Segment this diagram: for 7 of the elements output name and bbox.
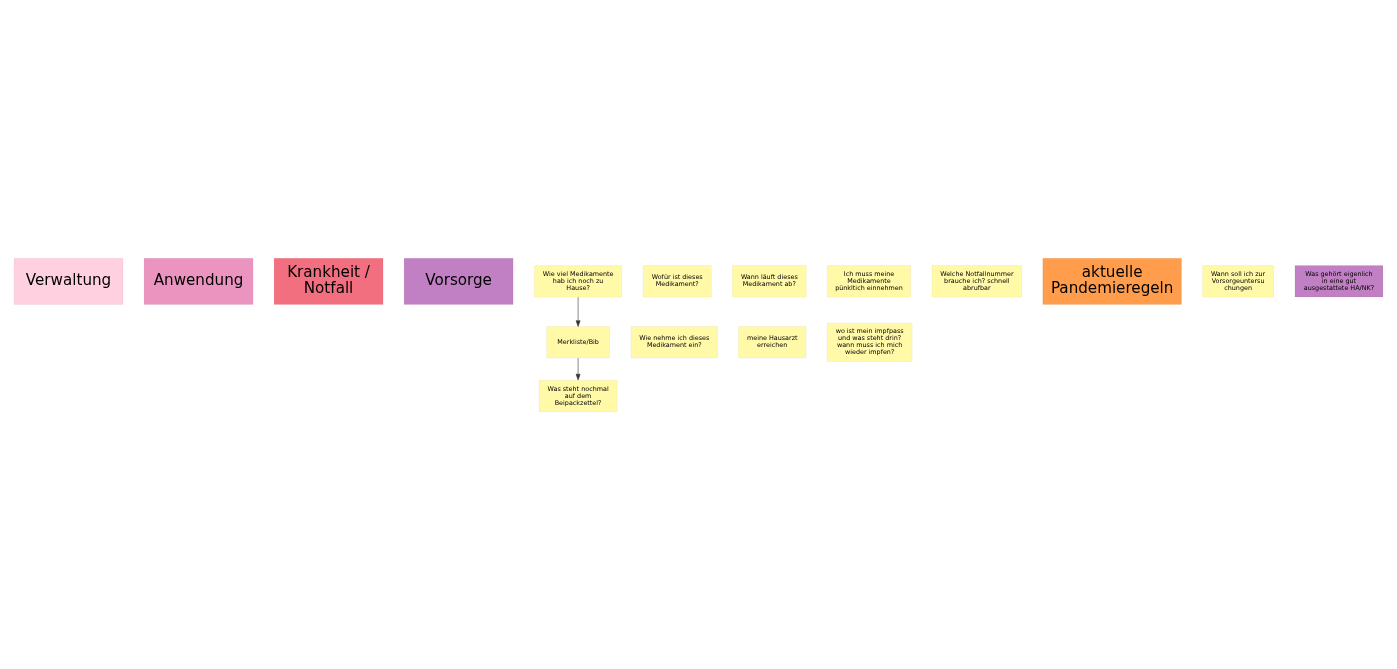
node-box: aktuelle Pandemieregeln [1042, 257, 1182, 305]
arrow [575, 296, 581, 327]
node-box: Vorsorge [403, 257, 514, 305]
node-box: Krankheit / Notfall [273, 257, 384, 305]
node-box: Anwendung [143, 257, 254, 305]
node-box: Verwaltung [13, 257, 124, 305]
arrow [575, 357, 581, 380]
